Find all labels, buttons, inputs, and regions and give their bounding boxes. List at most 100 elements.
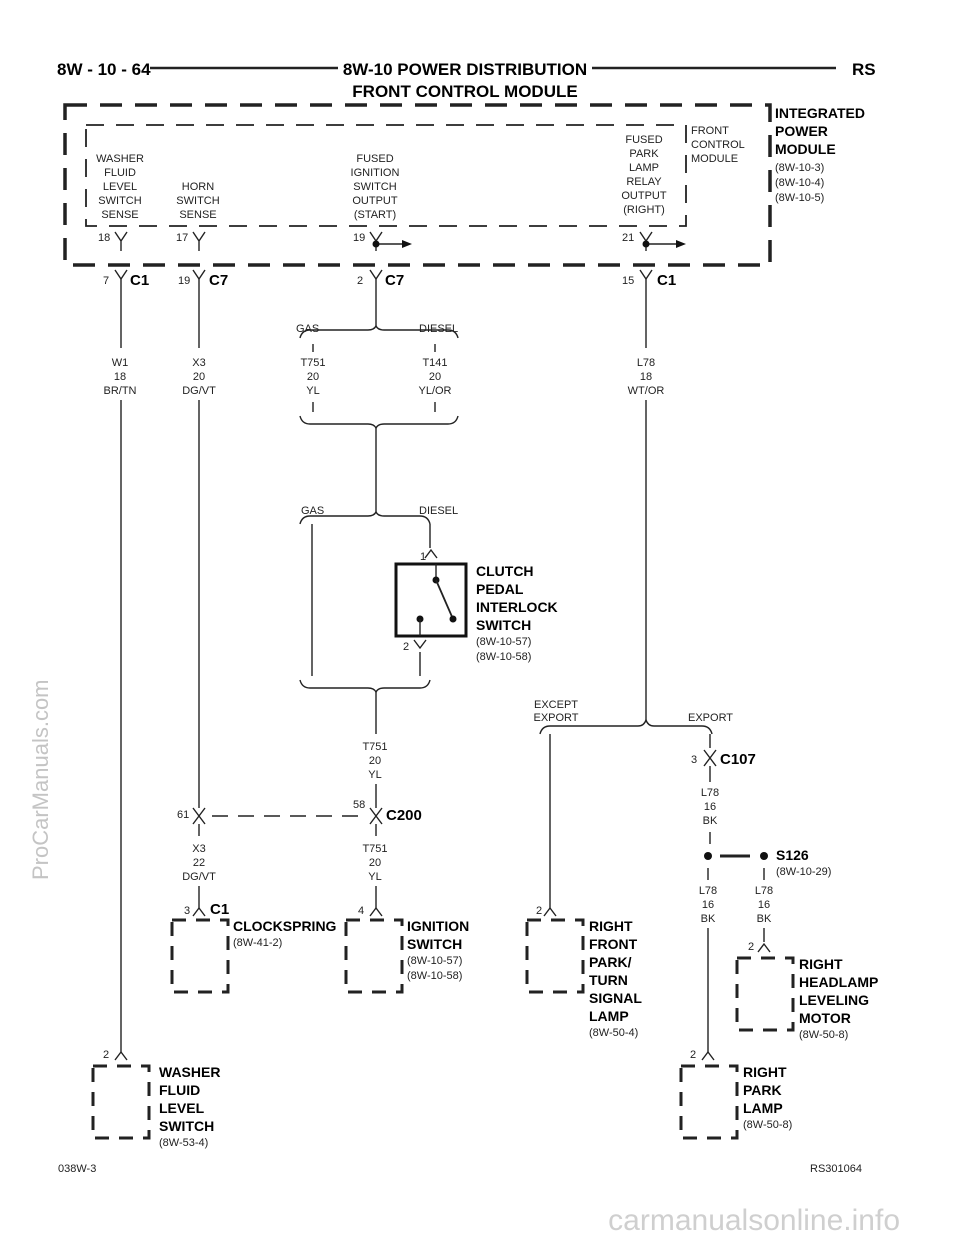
svg-text:(8W-10-58): (8W-10-58): [476, 651, 531, 663]
svg-text:X3: X3: [192, 843, 205, 855]
wire-code-t751-bottom: T751 20 YL: [362, 843, 387, 883]
export-split: [539, 717, 713, 908]
svg-text:19: 19: [178, 275, 190, 287]
svg-text:(8W-10-58): (8W-10-58): [407, 970, 462, 982]
svg-text:2: 2: [748, 941, 754, 953]
svg-text:CLUTCH: CLUTCH: [476, 563, 534, 579]
svg-text:(8W-10-57): (8W-10-57): [407, 955, 462, 967]
svg-text:TURN: TURN: [589, 972, 628, 988]
svg-text:4: 4: [358, 905, 364, 917]
svg-text:C7: C7: [209, 272, 228, 289]
svg-text:T751: T751: [362, 843, 387, 855]
clutch-pedal-interlock-switch: 1 2: [394, 548, 468, 653]
svg-text:EXPORT: EXPORT: [533, 712, 578, 724]
svg-text:SWITCH: SWITCH: [353, 181, 396, 193]
svg-text:(8W-10-4): (8W-10-4): [775, 177, 824, 189]
svg-text:PARK: PARK: [743, 1082, 782, 1098]
svg-text:17: 17: [176, 232, 188, 244]
fcm-label: FRONT CONTROL MODULE: [691, 125, 745, 165]
svg-text:22: 22: [193, 857, 205, 869]
svg-text:20: 20: [193, 371, 205, 383]
svg-text:(8W-10-29): (8W-10-29): [776, 866, 831, 878]
svg-text:X3: X3: [192, 357, 205, 369]
svg-text:2: 2: [536, 905, 542, 917]
svg-text:YL/OR: YL/OR: [418, 385, 451, 397]
right-front-lamp-component: 2 RIGHT FRONT PARK/ TURN SIGNAL LAMP (8W…: [525, 905, 642, 1039]
svg-text:16: 16: [758, 899, 770, 911]
svg-text:C7: C7: [385, 272, 404, 289]
svg-text:C1: C1: [657, 272, 676, 289]
svg-text:RELAY: RELAY: [626, 176, 662, 188]
svg-text:T141: T141: [422, 357, 447, 369]
svg-text:HEADLAMP: HEADLAMP: [799, 974, 878, 990]
footer-left: 038W-3: [58, 1163, 96, 1175]
svg-text:2: 2: [103, 1049, 109, 1061]
svg-text:61: 61: [177, 809, 189, 821]
svg-text:LAMP: LAMP: [743, 1100, 783, 1116]
model-code: RS: [852, 60, 876, 79]
svg-text:C200: C200: [386, 807, 422, 824]
svg-text:CONTROL: CONTROL: [691, 139, 745, 151]
wire-code-x3-bottom: X3 22 DG/VT: [182, 843, 216, 883]
svg-text:7: 7: [103, 275, 109, 287]
svg-text:WASHER: WASHER: [159, 1064, 220, 1080]
right-park-lamp-component: 2 RIGHT PARK LAMP (8W-50-8): [679, 1049, 792, 1140]
svg-text:OUTPUT: OUTPUT: [352, 195, 398, 207]
svg-text:(8W-53-4): (8W-53-4): [159, 1137, 208, 1149]
pin-label-ignition: FUSED IGNITION SWITCH OUTPUT (START): [351, 153, 400, 221]
svg-text:3: 3: [691, 754, 697, 766]
svg-text:20: 20: [369, 857, 381, 869]
wire-code-l78-bk-a: L78 16 BK: [701, 787, 719, 827]
svg-text:(8W-10-3): (8W-10-3): [775, 162, 824, 174]
bus-arrows: [372, 240, 686, 248]
wire-code-w1: W1 18 BR/TN: [104, 357, 137, 397]
page-title: 8W-10 POWER DISTRIBUTION: [343, 60, 587, 79]
svg-text:PARK/: PARK/: [589, 954, 632, 970]
svg-text:FUSED: FUSED: [625, 134, 662, 146]
svg-text:RIGHT: RIGHT: [589, 918, 633, 934]
svg-text:20: 20: [369, 755, 381, 767]
diesel-label-2: DIESEL: [419, 505, 458, 517]
svg-text:21: 21: [622, 232, 634, 244]
svg-text:DG/VT: DG/VT: [182, 385, 216, 397]
svg-text:(8W-10-5): (8W-10-5): [775, 192, 824, 204]
svg-text:YL: YL: [306, 385, 319, 397]
integrated-power-module-box: [63, 103, 772, 267]
svg-text:20: 20: [429, 371, 441, 383]
svg-text:MODULE: MODULE: [775, 141, 836, 157]
wire-code-x3-top: X3 20 DG/VT: [182, 357, 216, 397]
svg-text:SIGNAL: SIGNAL: [589, 990, 642, 1006]
connector-c200: 61 58 C200: [177, 799, 422, 825]
svg-text:58: 58: [353, 799, 365, 811]
ignition-switch-component: 4 IGNITION SWITCH (8W-10-57) (8W-10-58): [344, 905, 469, 994]
svg-text:EXCEPT: EXCEPT: [534, 699, 578, 711]
diesel-label-1: DIESEL: [419, 323, 458, 335]
svg-text:T751: T751: [300, 357, 325, 369]
svg-text:IGNITION: IGNITION: [351, 167, 400, 179]
svg-text:2: 2: [357, 275, 363, 287]
wire-code-t751-gas: T751 20 YL: [300, 357, 325, 397]
svg-text:OUTPUT: OUTPUT: [621, 190, 667, 202]
svg-text:LEVEL: LEVEL: [159, 1100, 205, 1116]
option-split-1: [299, 324, 459, 512]
washer-fluid-level-switch-component: 2 WASHER FLUID LEVEL SWITCH (8W-53-4): [91, 1049, 220, 1149]
svg-text:18: 18: [640, 371, 652, 383]
page-header: 8W - 10 - 64 8W-10 POWER DISTRIBUTION FR…: [57, 60, 876, 101]
svg-text:C1: C1: [130, 272, 149, 289]
connector-c107: 3 C107: [691, 749, 756, 768]
svg-text:FRONT: FRONT: [589, 936, 638, 952]
svg-text:LEVELING: LEVELING: [799, 992, 869, 1008]
svg-text:L78: L78: [699, 885, 717, 897]
svg-text:(START): (START): [354, 209, 396, 221]
svg-text:LAMP: LAMP: [589, 1008, 629, 1024]
svg-text:(RIGHT): (RIGHT): [623, 204, 665, 216]
svg-text:HORN: HORN: [182, 181, 214, 193]
svg-text:20: 20: [307, 371, 319, 383]
option-split-2: [299, 510, 431, 734]
svg-text:PEDAL: PEDAL: [476, 581, 524, 597]
export-label: EXPORT: [688, 712, 733, 724]
wire-code-t141-diesel: T141 20 YL/OR: [418, 357, 451, 397]
gas-label-1: GAS: [296, 323, 319, 335]
module-connectors: 7 C1 19 C7 2 C7 15 C1: [103, 269, 676, 289]
